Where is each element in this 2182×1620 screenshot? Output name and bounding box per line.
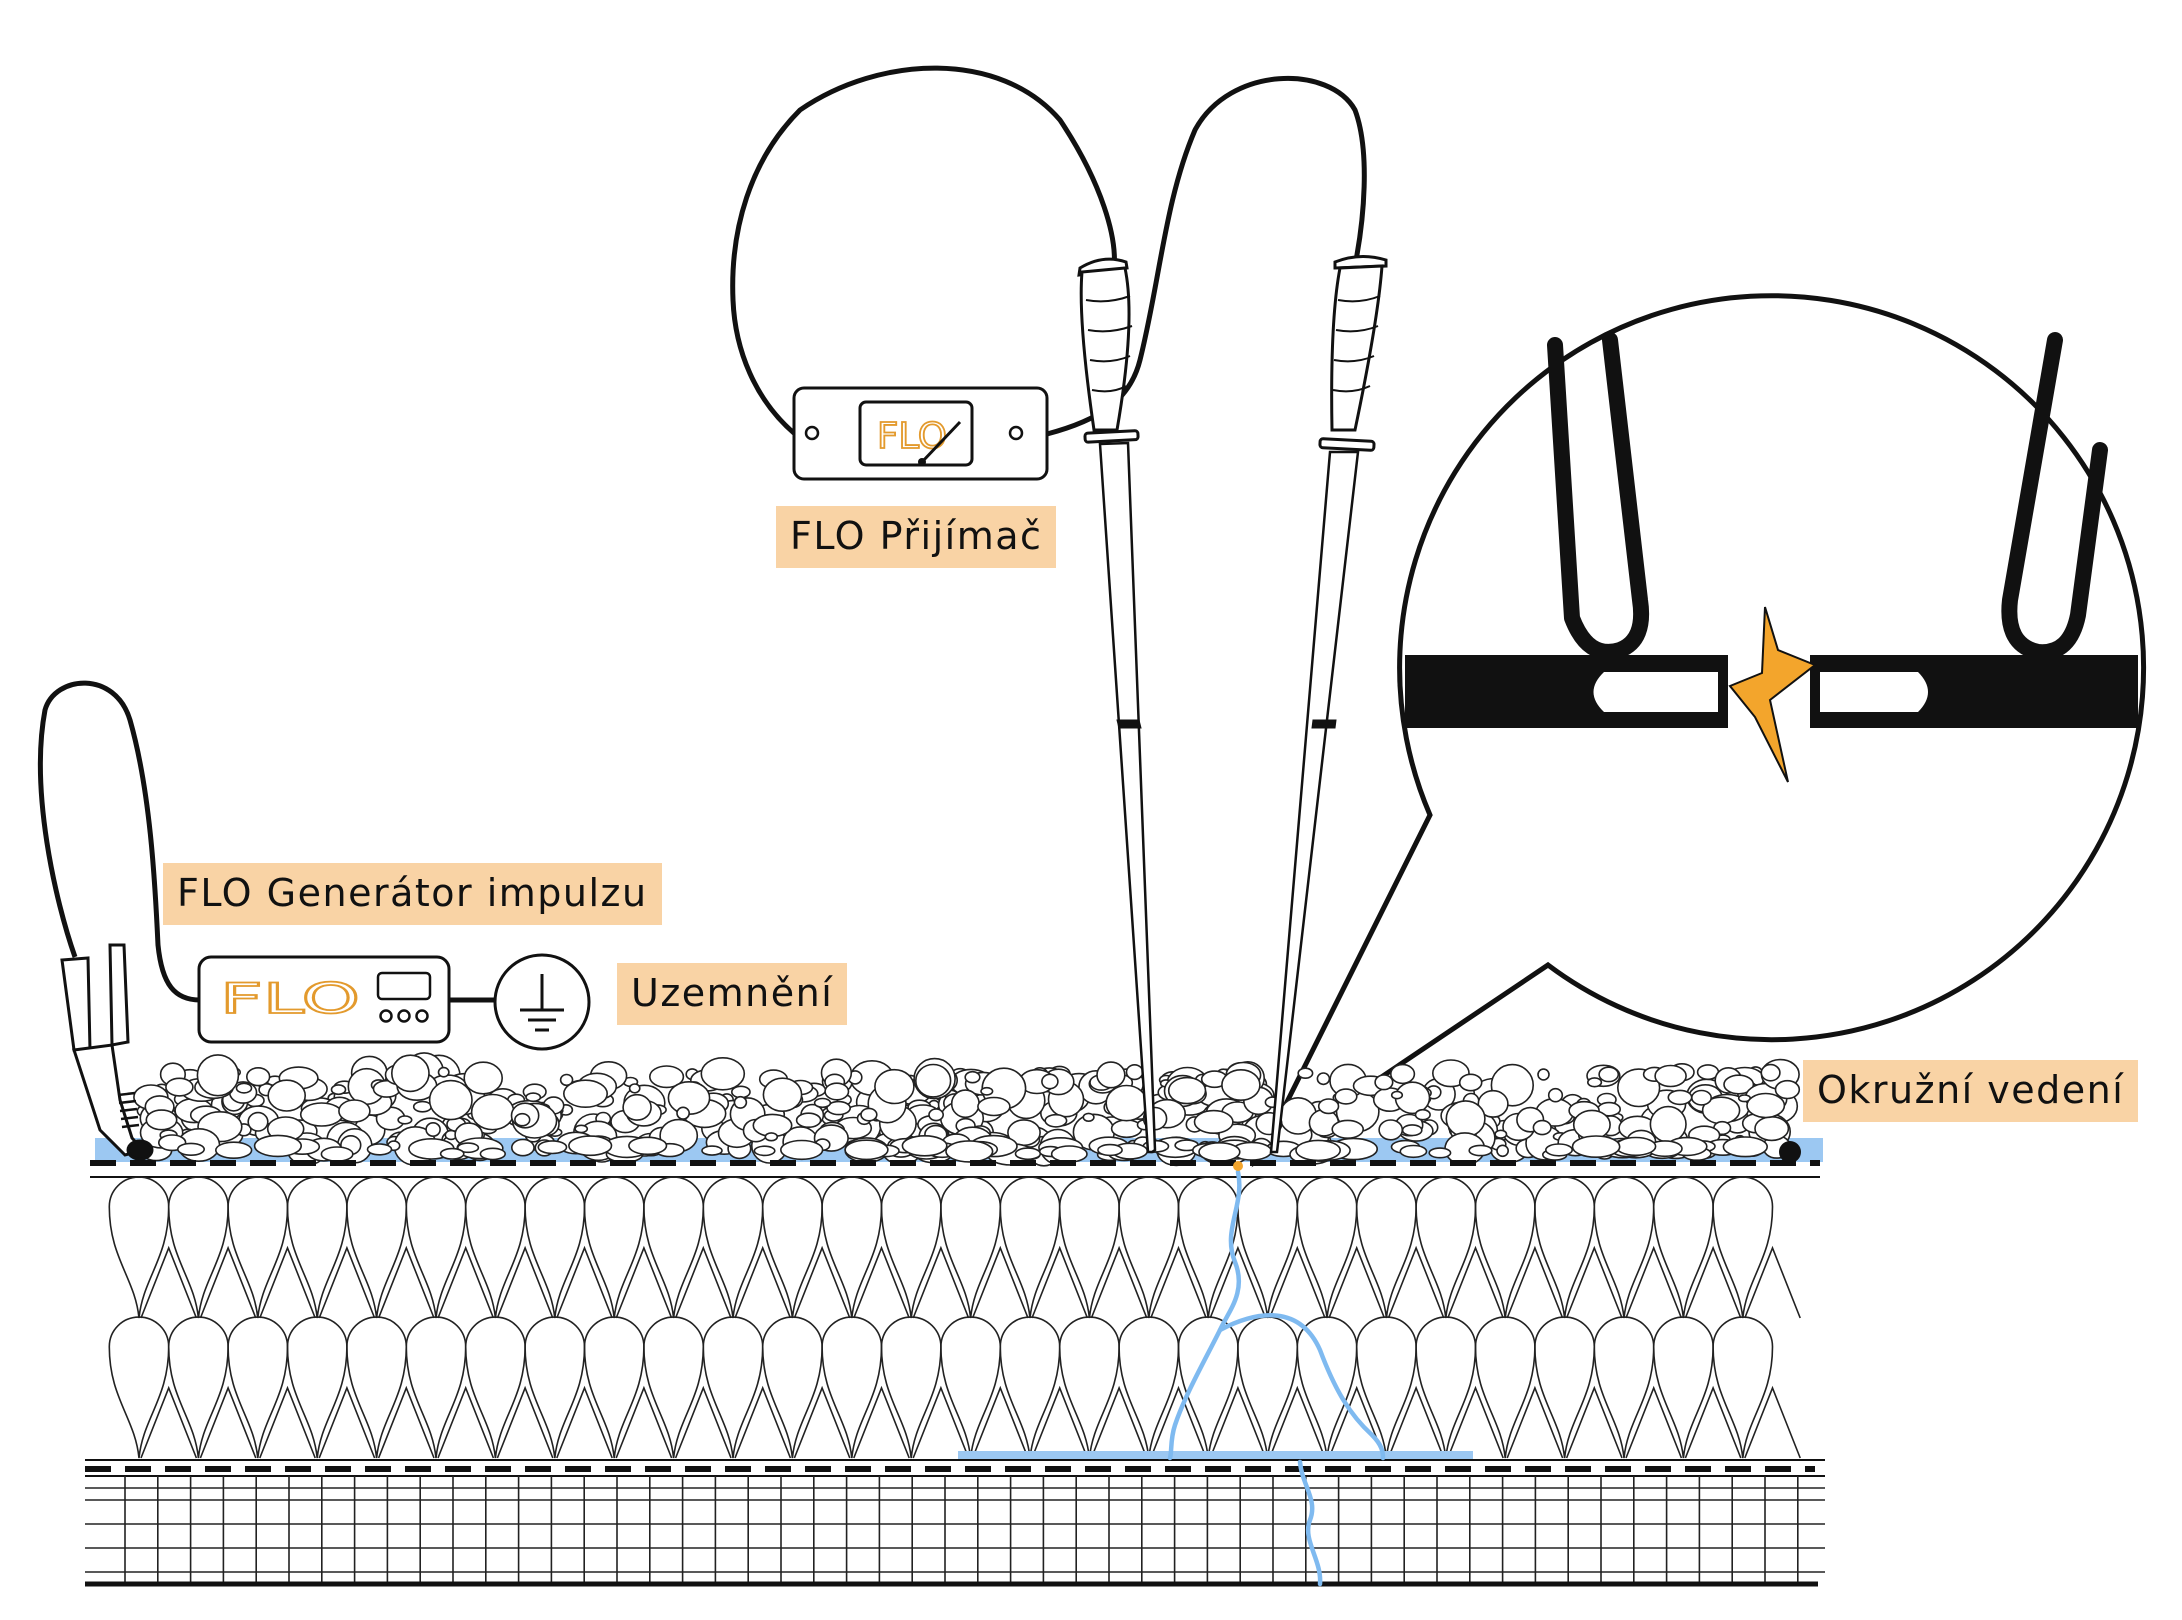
generator-cable — [37, 680, 201, 1003]
alligator-clip-icon — [60, 943, 154, 1161]
generator-label: FLO Generátor impulzu — [163, 863, 662, 925]
generator-display — [376, 971, 432, 1001]
generator-button — [379, 1009, 393, 1023]
gauge-needle-icon — [918, 420, 962, 466]
insulation-layer — [108, 1176, 1801, 1459]
receiver-logo: FLO — [877, 416, 947, 457]
lightning-spark-icon — [1728, 606, 1817, 783]
receiver-cable — [730, 65, 1367, 437]
receiver-label: FLO Přijímač — [776, 506, 1057, 568]
ground-symbol-icon — [493, 953, 591, 1051]
probe-left — [1077, 257, 1157, 1154]
probe-right — [1269, 255, 1388, 1154]
flo-pulse-generator-device: FLO — [197, 955, 496, 1044]
magnifier-detail — [1405, 332, 2138, 728]
flo-receiver-device: FLO — [792, 386, 1049, 481]
water-leak-path — [1167, 1169, 1386, 1587]
ring-conductor-label: Okružní vedení — [1803, 1060, 2139, 1122]
structural-deck-grid — [85, 1476, 1825, 1584]
gravel-layer — [133, 1052, 1801, 1167]
generator-logo: FLO — [220, 974, 360, 1023]
generator-button — [397, 1009, 411, 1023]
ring-conductor-end — [1779, 1141, 1801, 1163]
ground-label: Uzemnění — [617, 963, 848, 1025]
generator-button — [415, 1009, 429, 1023]
water-spread-line — [958, 1451, 1473, 1459]
